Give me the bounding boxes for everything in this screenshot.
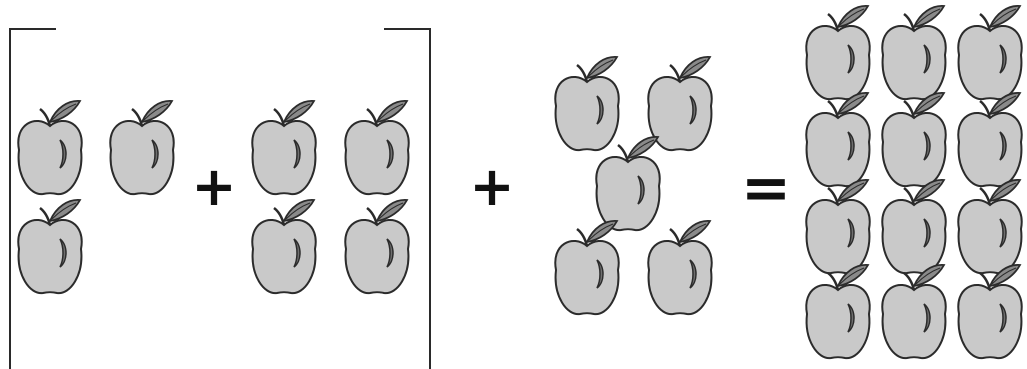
bracket-left (10, 29, 56, 369)
apple-icon (958, 265, 1021, 358)
apple-icon (882, 265, 945, 358)
apple-icon (110, 101, 173, 194)
apple-icon (958, 180, 1021, 273)
apple-icon (806, 6, 869, 99)
apple-icon (806, 93, 869, 186)
apple-icon (958, 93, 1021, 186)
group-a (18, 101, 173, 293)
apple-icon (252, 101, 315, 194)
result-group (806, 6, 1021, 358)
apple-icon (882, 6, 945, 99)
apple-icon (555, 221, 618, 314)
bracket-right (384, 29, 430, 369)
apple-icon (806, 265, 869, 358)
apple-icon (648, 221, 711, 314)
apple-icon (958, 6, 1021, 99)
group-b (252, 101, 408, 293)
apple-icon (345, 200, 408, 293)
apple-icon (18, 101, 81, 194)
equals-sign: = (741, 153, 791, 223)
apple-icon (555, 57, 618, 150)
plus-sign: + (469, 155, 514, 218)
apple-icon (882, 93, 945, 186)
plus-sign: + (191, 155, 236, 218)
apple-icon (18, 200, 81, 293)
apple-icon (252, 200, 315, 293)
apple-icon (345, 101, 408, 194)
apple-icon (596, 137, 659, 230)
apple-icon (882, 180, 945, 273)
group-c (555, 57, 711, 314)
apple-icon (806, 180, 869, 273)
